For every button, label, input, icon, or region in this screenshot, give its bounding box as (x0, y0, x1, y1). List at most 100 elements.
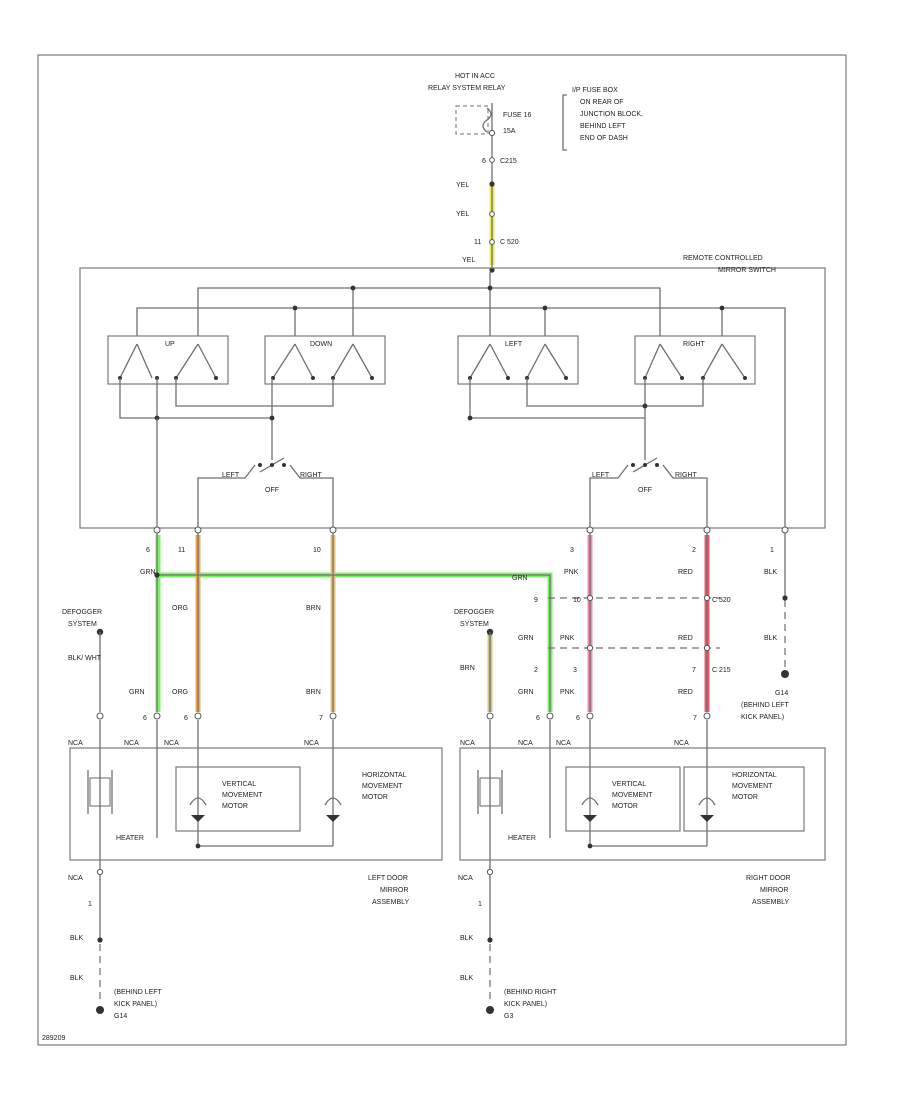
ground-left-wire-b: BLK (70, 975, 84, 982)
contact-left: LEFT (457, 335, 579, 385)
c215-connector-label: C 215 (712, 667, 731, 674)
terminal-pnk-pin: 3 (570, 547, 574, 554)
terminal-grn-pin: 6 (146, 547, 150, 554)
blk-mid-label: BLK (764, 635, 778, 642)
defogger-left-line-2: SYSTEM (68, 621, 97, 628)
c215-label: C215 (500, 158, 517, 165)
out-dot-4 (642, 403, 648, 409)
mirror-right-title-3: ASSEMBLY (752, 899, 790, 906)
red-low-label: RED (678, 689, 693, 696)
mirror-right-pin-a: 6 (536, 715, 540, 722)
location-line-3: JUNCTION BLOCK, (580, 111, 643, 118)
out-dot-3 (467, 415, 473, 421)
mirror-right-title-2: MIRROR (760, 887, 788, 894)
terminal-brn-pin: 10 (313, 547, 321, 554)
mirror-right-nca-d: NCA (674, 740, 689, 747)
ground-left-pin: 1 (88, 901, 92, 908)
c215-pin-grn: 2 (534, 667, 538, 674)
mirror-left-vertical-3: MOTOR (222, 803, 248, 810)
mirror-left-nca-a: NCA (68, 740, 83, 747)
pnk-mid-label: PNK (560, 635, 575, 642)
defogger-right-line-1: DEFOGGER (454, 609, 494, 616)
ground-left-bottom: NCA 1 BLK BLK (BEHIND LEFT KICK PANEL) G… (68, 875, 163, 1020)
grn-cross-label: GRN (512, 575, 528, 582)
pnk-top-label: PNK (564, 569, 579, 576)
contact-down-label: DOWN (310, 341, 332, 348)
selector-left-left: LEFT (222, 472, 240, 479)
ground-bottom-right-line-1: (BEHIND RIGHT (504, 989, 557, 996)
c520-pnk-pin (586, 594, 594, 602)
terminal-blk (781, 526, 789, 534)
grn-mid-label: GRN (518, 635, 534, 642)
selector-left-off: OFF (265, 487, 279, 494)
location-line-2: ON REAR OF (580, 99, 624, 106)
bus-dot-4 (542, 305, 548, 311)
c520-red-pin (703, 594, 711, 602)
mirror-right-pin-c: 7 (693, 715, 697, 722)
mirror-right-heater: HEATER (508, 835, 536, 842)
blk-top-label: BLK (764, 569, 778, 576)
switch-bus-lower (136, 307, 786, 528)
defogger-left-wire-label: BLK/ WHT (68, 655, 102, 662)
selector-right-left: LEFT (592, 472, 610, 479)
terminal-red-pin: 2 (692, 547, 696, 554)
terminal-brn (329, 526, 337, 534)
fuse-label: FUSE 16 (503, 112, 532, 119)
grn-low-right-label: GRN (518, 689, 534, 696)
mirror-right-pin-b: 6 (576, 715, 580, 722)
contact-up-label: UP (165, 341, 175, 348)
terminal-pnk (586, 526, 594, 534)
contact-up: UP (107, 335, 229, 385)
ground-right-id: G14 (775, 690, 788, 697)
c520-pin-left: 9 (534, 597, 538, 604)
org-low-label: ORG (172, 689, 188, 696)
terminal-org (194, 526, 202, 534)
ground-right-line-1: (BEHIND LEFT (741, 702, 790, 709)
contact-down: DOWN (264, 335, 386, 385)
hot-label: HOT IN ACC (455, 73, 495, 80)
pnk-low-label: PNK (560, 689, 575, 696)
org-top-label: ORG (172, 605, 188, 612)
relay-label: RELAY SYSTEM RELAY (428, 85, 506, 92)
mirror-right-horizontal-1: HORIZONTAL (732, 772, 777, 779)
mirror-right-vertical-1: VERTICAL (612, 781, 646, 788)
c520-pin-lower (489, 239, 495, 245)
bus-dot-3 (292, 305, 298, 311)
left-mirror-assembly: 6 6 7 NCA NCA NCA NCA HEATER VERTICAL MO… (68, 712, 443, 906)
terminal-grn (153, 526, 161, 534)
mirror-right-nca-a: NCA (460, 740, 475, 747)
ground-left-wire-a: BLK (70, 935, 84, 942)
c520-connector-label: C 520 (712, 597, 731, 604)
fuse-box-outline (455, 105, 489, 135)
ground-bottom-right-nca: NCA (458, 875, 473, 882)
c215-pin (489, 157, 495, 163)
mirror-left-nca-b: NCA (124, 740, 139, 747)
c520-pin-right: 10 (573, 597, 581, 604)
ground-g14-right-symbol (781, 670, 789, 678)
grn-cross-wire (157, 574, 551, 712)
mirror-left-vertical-2: MOVEMENT (222, 792, 263, 799)
red-top-label: RED (678, 569, 693, 576)
c215-pin-red: 7 (692, 667, 696, 674)
terminal-red (703, 526, 711, 534)
ground-left-line-1: (BEHIND LEFT (114, 989, 163, 996)
c215-pin-pnk: 3 (573, 667, 577, 674)
brn-top-label: BRN (306, 605, 321, 612)
terminal-blk-pin: 1 (770, 547, 774, 554)
mirror-left-pin-a: 6 (143, 715, 147, 722)
output-left-b (526, 378, 704, 407)
ground-bottom-right-wire-a: BLK (460, 935, 474, 942)
mirror-left-pin-c: 7 (319, 715, 323, 722)
output-up-b (175, 378, 334, 407)
mirror-left-title-1: LEFT DOOR (368, 875, 408, 882)
contact-right-label: RIGHT (683, 341, 706, 348)
terminal-org-pin: 11 (178, 547, 185, 554)
defogger-left: DEFOGGER SYSTEM BLK/ WHT (62, 609, 104, 712)
bus-dot-5 (719, 305, 725, 311)
out-dot-2 (269, 415, 275, 421)
selector-switch-right: LEFT OFF RIGHT (589, 457, 708, 528)
feed-splice (489, 181, 495, 187)
ground-bottom-right-wire-b: BLK (460, 975, 474, 982)
mirror-right-horizontal-3: MOTOR (732, 794, 758, 801)
